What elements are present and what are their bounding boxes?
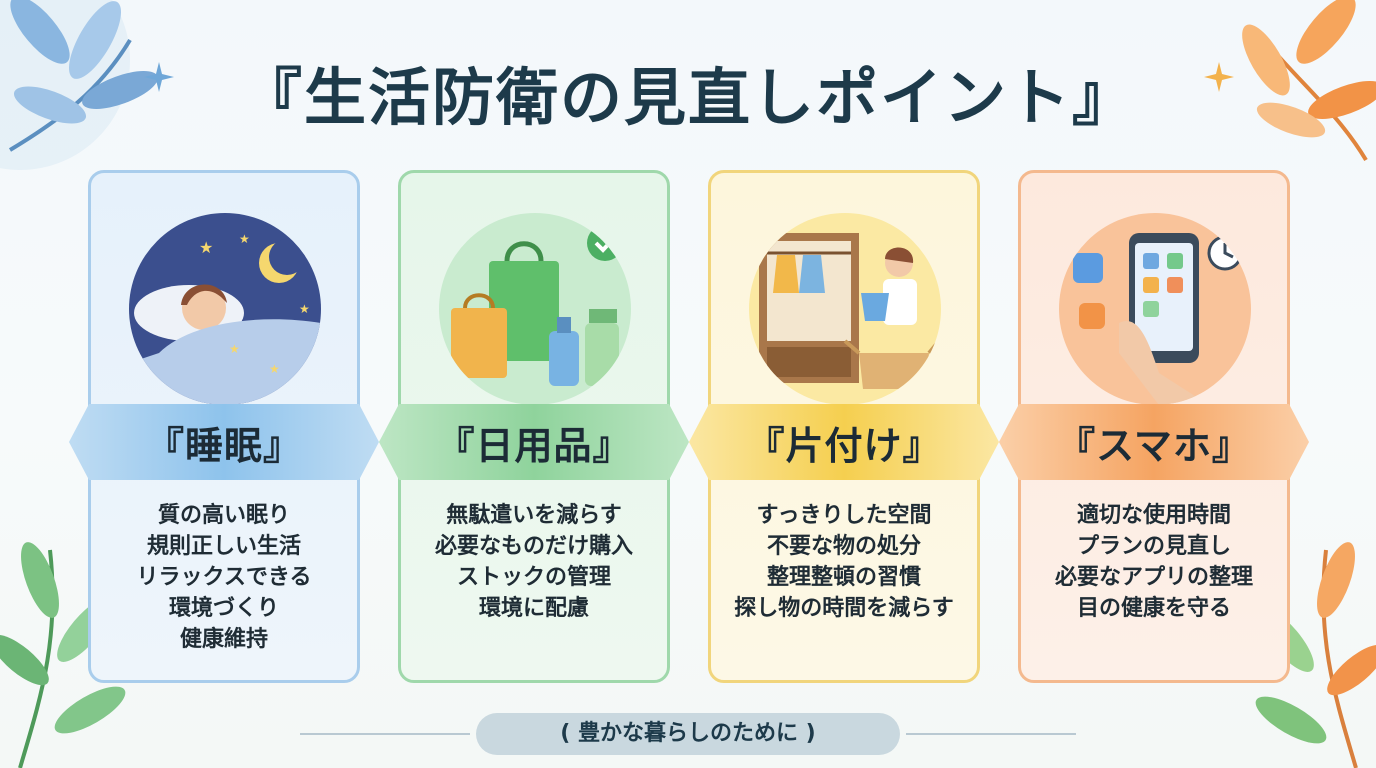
point: リラックスできる	[136, 565, 312, 590]
point: 探し物の時間を減らす	[734, 596, 954, 621]
shopping-supplies-icon	[439, 213, 631, 405]
point: プランの見直し	[1076, 534, 1231, 559]
point: 規則正しい生活	[146, 534, 301, 559]
footer-caption: ( 豊かな暮らしのために )	[476, 713, 900, 755]
card-smartphone-points: 適切な使用時間 プランの見直し 必要なアプリの整理 目の健康を守る	[1018, 500, 1290, 624]
card-daily-goods-points: 無駄遣いを減らす 必要なものだけ購入 ストックの管理 環境に配慮	[398, 500, 670, 624]
point: 無駄遣いを減らす	[446, 503, 622, 528]
point: 環境づくり	[168, 596, 279, 621]
closet-tidying-icon	[749, 213, 941, 405]
smartphone-apps-icon	[1059, 213, 1251, 405]
point: 必要なものだけ購入	[434, 534, 633, 559]
card-sleep-points: 質の高い眠り 規則正しい生活 リラックスできる 環境づくり 健康維持	[88, 500, 360, 655]
heading-sleep: 『睡眠』	[69, 404, 379, 480]
point: 質の高い眠り	[157, 503, 290, 528]
point: 整理整頓の習慣	[766, 565, 921, 590]
svg-text:★: ★	[269, 362, 280, 376]
footer-divider-right	[906, 733, 1076, 735]
heading-tidying: 『片付け』	[689, 404, 999, 480]
point: 環境に配慮	[478, 596, 589, 621]
point: 健康維持	[179, 627, 268, 652]
svg-text:★: ★	[229, 342, 240, 356]
heading-daily-goods: 『日用品』	[379, 404, 689, 480]
point: 適切な使用時間	[1076, 503, 1231, 528]
page-title: 『生活防衛の見直しポイント』	[239, 61, 1136, 134]
svg-text:★: ★	[239, 232, 250, 246]
sleeping-person-icon: ★ ★ ★ ★ ★	[129, 213, 321, 405]
svg-text:★: ★	[199, 238, 213, 257]
footer-divider-left	[300, 733, 470, 735]
card-tidying-points: すっきりした空間 不要な物の処分 整理整頓の習慣 探し物の時間を減らす	[708, 500, 980, 624]
point: ストックの管理	[456, 565, 611, 590]
svg-text:★: ★	[299, 302, 310, 316]
point: 必要なアプリの整理	[1054, 565, 1253, 590]
point: 目の健康を守る	[1076, 596, 1231, 621]
point: 不要な物の処分	[766, 534, 921, 559]
heading-smartphone: 『スマホ』	[999, 404, 1309, 480]
point: すっきりした空間	[756, 503, 932, 528]
